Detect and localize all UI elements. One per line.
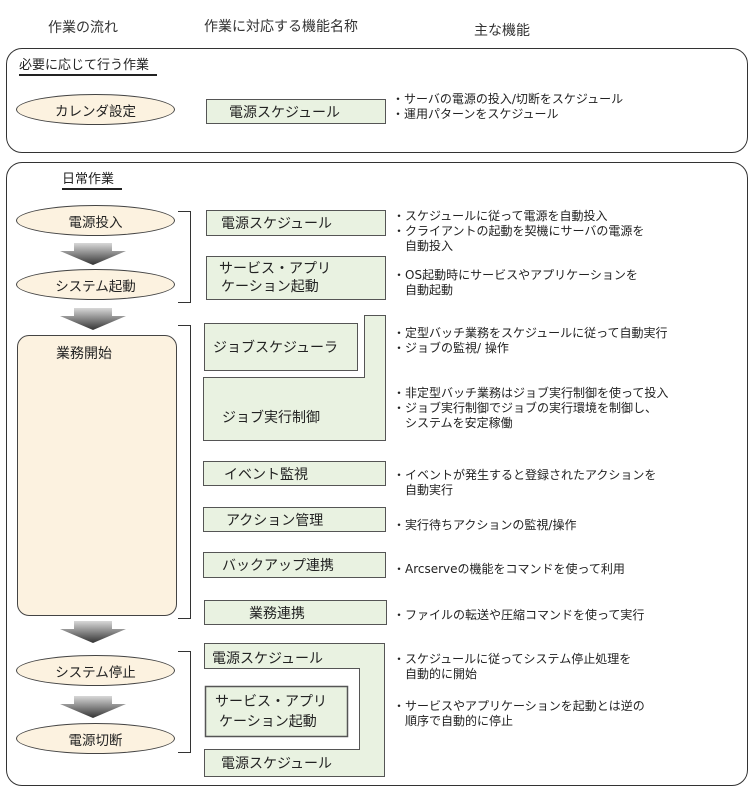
job-control-shape [203,315,386,441]
function-power-schedule-off: 電源スケジュール [221,756,333,772]
function-backup-link: バックアップ連携 [203,552,386,578]
function-label-line: サービス・アプリ [219,261,331,277]
desc-job-scheduler: ・定型バッチ業務をスケジュールに従って自動実行 ・ジョブの監視/ 操作 [393,326,668,356]
daily-section-title: 日常作業 [62,171,123,190]
step-calendar-setting: カレンダ設定 [16,94,175,125]
desc-line: 自動投入 [393,239,454,253]
desc-line: ・非定型バッチ業務はジョブ実行制御を使って投入 [393,386,669,400]
desc-event-monitor: ・イベントが発生すると登録されたアクションを 自動実行 [393,468,656,498]
desc-line: ・ジョブの監視/ 操作 [393,341,509,355]
desc-line: ・OS起動時にサービスやアプリケーションを [393,268,638,282]
desc-service-app: ・OS起動時にサービスやアプリケーションを 自動起動 [393,268,638,298]
desc-line: ・イベントが発生すると登録されたアクションを [393,468,657,482]
step-system-start: システム起動 [16,269,175,300]
function-business-link: 業務連携 [204,600,387,625]
function-label-line: ケーション起動 [221,279,319,295]
column-header-main-function: 主な機能 [474,23,530,39]
desc-line: 自動的に開始 [393,667,478,681]
bracket-shutdown [178,651,191,753]
shutdown-control-shape [204,643,385,777]
function-event-monitor: イベント監視 [203,461,386,486]
step-system-stop: システム停止 [16,655,175,686]
function-service-app-start: サービス・アプリ ケーション起動 [206,256,386,300]
optional-section-title: 必要に応じて行う作業 [19,57,158,76]
function-service-app-stop: サービス・アプリ ケーション起動 [215,692,327,732]
function-power-schedule-optional: 電源スケジュール [206,99,386,124]
column-header-flow: 作業の流れ [48,20,118,36]
column-header-function-name: 作業に対応する機能名称 [204,19,358,35]
desc-line: ・Arcserveの機能をコマンドを使って利用 [393,562,625,576]
optional-descriptions: ・サーバの電源の投入/切断をスケジュール ・運用パターンをスケジュール [392,92,623,122]
desc-line: ・クライアントの起動を契機にサーバの電源を [393,224,645,238]
down-arrow-icon [60,243,126,265]
desc-line: ・定型バッチ業務をスケジュールに従って自動実行 [393,326,668,340]
step-power-off: 電源切断 [16,723,175,754]
function-job-exec-control: ジョブ実行制御 [222,410,320,426]
desc-line: ・ファイルの転送や圧縮コマンドを使って実行 [393,608,645,622]
desc-power-schedule: ・スケジュールに従って電源を自動投入 ・クライアントの起動を契機にサーバの電源を… [393,209,644,254]
bracket-startup [178,211,191,303]
function-label-line: サービス・アプリ [215,694,327,710]
desc-action-mgmt: ・実行待ちアクションの監視/操作 [393,518,576,533]
desc-service-stop: ・サービスやアプリケーションを起動とは逆の 順序で自動的に停止 [393,699,645,729]
down-arrow-icon [60,621,126,643]
function-label-line: ケーション起動 [219,714,317,730]
step-power-on: 電源投入 [16,205,175,236]
desc-backup-link: ・Arcserveの機能をコマンドを使って利用 [393,562,625,577]
desc-line: システムを安定稼働 [393,416,513,430]
desc-line: 順序で自動的に停止 [393,714,514,728]
desc-line: 自動起動 [393,283,454,297]
desc-line: 自動実行 [393,483,454,497]
desc-shutdown: ・スケジュールに従ってシステム停止処理を 自動的に開始 [393,652,631,682]
desc-line: ・実行待ちアクションの監視/操作 [393,518,577,532]
down-arrow-icon [60,696,126,718]
desc-line: ・スケジュールに従って電源を自動投入 [393,209,608,223]
step-business-start-box [17,335,177,616]
down-arrow-icon [60,308,126,330]
function-job-scheduler: ジョブスケジューラ [213,340,339,356]
desc-line: ・サービスやアプリケーションを起動とは逆の [393,699,645,713]
step-business-start: 業務開始 [56,346,112,362]
function-action-mgmt: アクション管理 [203,507,386,532]
desc-line: ・運用パターンをスケジュール [392,107,559,121]
desc-line: ・サーバの電源の投入/切断をスケジュール [392,92,624,106]
bracket-business [178,325,191,619]
function-power-schedule: 電源スケジュール [206,210,386,236]
desc-job-exec: ・非定型バッチ業務はジョブ実行制御を使って投入 ・ジョブ実行制御でジョブの実行環… [393,386,668,431]
desc-line: ・ジョブ実行制御でジョブの実行環境を制御し、 [393,401,658,415]
desc-line: ・スケジュールに従ってシステム停止処理を [393,652,632,666]
desc-business-link: ・ファイルの転送や圧縮コマンドを使って実行 [393,608,644,623]
function-power-schedule-stop: 電源スケジュール [212,651,324,667]
